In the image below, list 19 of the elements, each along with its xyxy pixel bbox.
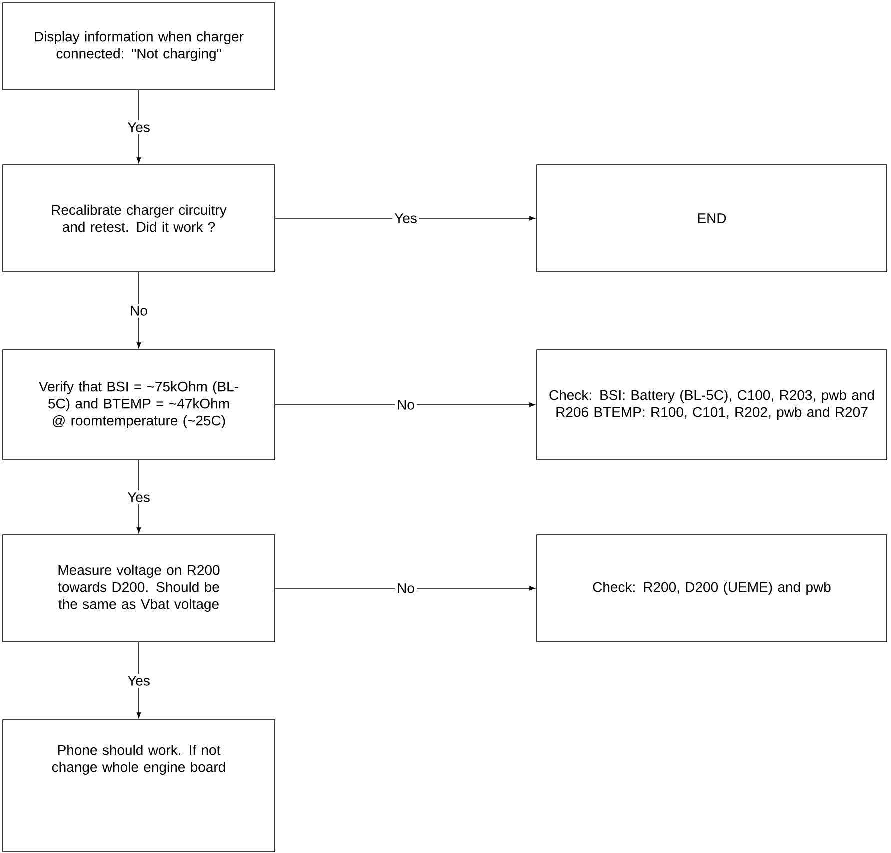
process-box: END: [536, 164, 888, 272]
edge-label: Yes: [126, 120, 152, 134]
arrow: [275, 586, 536, 591]
process-box: Measure voltage on R200 towards D200. Should be the same as Vbat voltage: [2, 534, 276, 642]
process-box: Phone should work. If not change whole engine board: [2, 720, 276, 852]
arrow: [275, 402, 536, 408]
edge-label: No: [395, 582, 417, 596]
process-box: Check: R200, D200 (UEME) and pwb: [536, 534, 888, 642]
process-box: Recalibrate charger circuitry and retest. Did it work ?: [2, 164, 276, 272]
process-box: Display information when charger connected: "Not charging": [2, 2, 276, 90]
edge-label: No: [128, 304, 150, 318]
edge-label: Yes: [392, 212, 420, 226]
edge-label: No: [395, 398, 417, 412]
process-box: Check: BSI: Battery (BL-5C), C100, R203, pwb and R206 BTEMP: R100, C101, R202, pwb and R207: [536, 350, 888, 460]
arrow: [275, 216, 536, 221]
process-box: Verify that BSI = ~75kOhm (BL-5C) and BTEMP = ~47kOhm @ roomtemperature (~25C): [2, 350, 276, 460]
arrow: [136, 272, 142, 348]
edge-label: Yes: [126, 674, 152, 688]
edge-label: Yes: [126, 490, 152, 504]
